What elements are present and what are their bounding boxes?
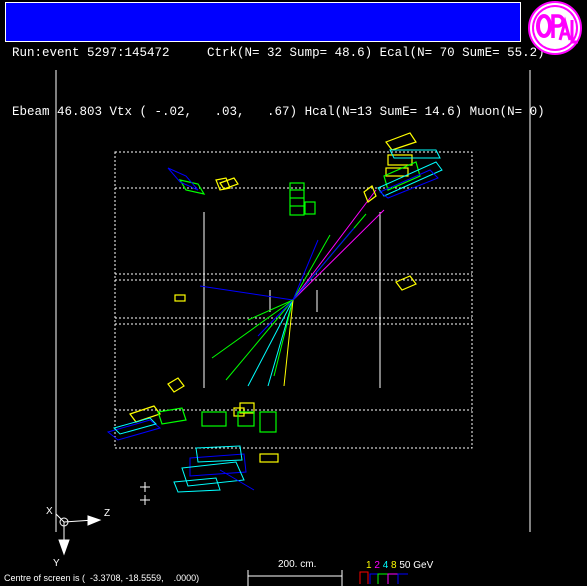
- muon-text: Muon(N= 0): [469, 105, 545, 119]
- scale-label: 200. cm.: [278, 559, 317, 570]
- run-event-text: Run:event 5297:145472: [12, 46, 170, 60]
- legend-8: 8: [391, 560, 397, 571]
- axis-z-label: Z: [104, 508, 111, 519]
- info-line-1: Run:event 5297:145472 Ctrk(N= 32 Sump= 4…: [12, 43, 545, 62]
- ecal-text: Ecal(N= 70 SumE= 55.2): [379, 46, 545, 60]
- legend-1: 1: [366, 560, 372, 571]
- legend-unit: GeV: [413, 560, 434, 571]
- scale-bar: [247, 570, 343, 586]
- hcal-text: Hcal(N=13 SumE= 14.6): [304, 105, 463, 119]
- event-info-box: Run:event 5297:145472 Ctrk(N= 32 Sump= 4…: [5, 2, 545, 119]
- inner-detector-lines: [203, 212, 381, 388]
- legend-2: 2: [374, 560, 380, 571]
- marker-crosses: [140, 482, 150, 505]
- legend-4: 4: [382, 560, 389, 571]
- energy-legend-bars: [359, 571, 408, 584]
- ctrk-text: Ctrk(N= 32 Sump= 48.6): [207, 46, 373, 60]
- legend-50: 50: [399, 560, 411, 571]
- ecal-clusters: [129, 132, 417, 463]
- axis-indicator-icon: [55, 513, 102, 556]
- axis-y-label: Y: [53, 558, 60, 569]
- centre-of-screen-text: Centre of screen is ( -3.3708, -18.5559,…: [4, 573, 200, 583]
- outer-clusters: [106, 149, 443, 493]
- opal-logo-icon: [528, 1, 582, 55]
- hcal-clusters: [157, 161, 421, 433]
- axis-x-label: X: [46, 506, 53, 517]
- ebeam-vtx-text: Ebeam 46.803 Vtx ( -.02, .03, .67): [12, 105, 298, 119]
- info-line-2: Ebeam 46.803 Vtx ( -.02, .03, .67) Hcal(…: [12, 102, 545, 121]
- charged-tracks: [199, 189, 385, 387]
- detector-frame: [55, 70, 531, 532]
- energy-legend: 1 2 4 8 50 GeV: [366, 560, 433, 571]
